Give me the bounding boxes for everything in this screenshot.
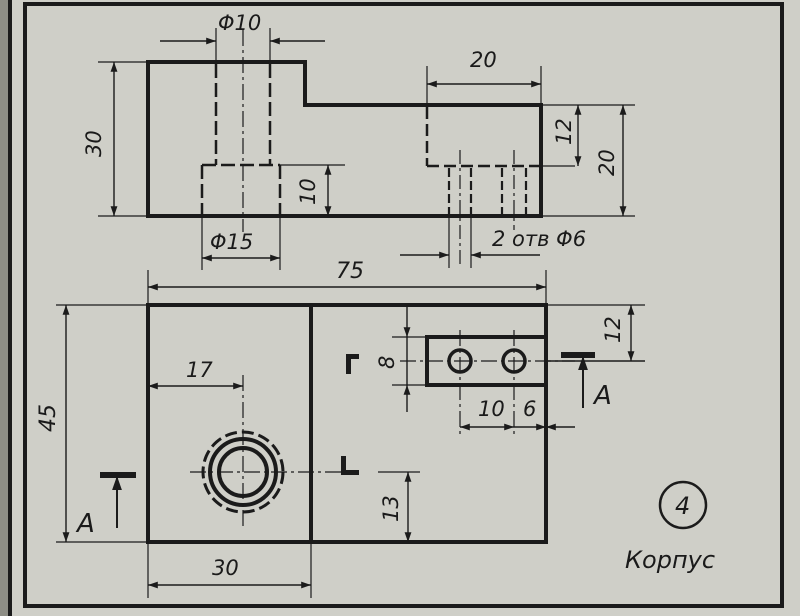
sheet-number: 4 bbox=[675, 492, 690, 520]
hidden-bore bbox=[200, 64, 282, 214]
section-label-left: A bbox=[75, 509, 95, 539]
top-view-axes bbox=[190, 330, 575, 530]
dim-step-height: 12 bbox=[552, 118, 576, 145]
dim-boss-height: 8 bbox=[375, 356, 399, 369]
dim-counterbore: Φ15 bbox=[210, 230, 253, 254]
paper bbox=[8, 0, 800, 616]
dim-low-part-height: 20 bbox=[595, 149, 619, 176]
dim-left-block-width: 30 bbox=[212, 556, 239, 580]
dim-step-width: 20 bbox=[470, 48, 497, 72]
hidden-holes bbox=[447, 168, 528, 214]
hidden-boss bbox=[425, 107, 539, 168]
dim-overall-height: 30 bbox=[82, 130, 106, 157]
dim-overall-width: 45 bbox=[36, 404, 61, 432]
section-label-right: A bbox=[592, 381, 612, 411]
section-marks bbox=[100, 352, 595, 478]
top-dimension-lines bbox=[62, 283, 645, 589]
dim-hole-edge: 6 bbox=[523, 397, 536, 421]
dim-bore-center-y: 13 bbox=[379, 495, 403, 522]
front-view: Φ10 Φ15 30 10 20 12 20 2 отв Φ6 bbox=[82, 11, 635, 270]
dim-holes-note: 2 отв Φ6 bbox=[492, 227, 586, 251]
drawing-frame bbox=[23, 2, 784, 608]
dim-bore-depth: 10 bbox=[296, 178, 320, 205]
top-view: 75 45 17 30 13 12 8 10 6 A A bbox=[36, 259, 645, 598]
dim-boss-offset: 12 bbox=[601, 316, 625, 343]
dim-overall-length: 75 bbox=[336, 259, 364, 284]
part-title: Корпус bbox=[625, 546, 715, 574]
sheet-number-circle bbox=[658, 480, 708, 530]
dim-bore-top: Φ10 bbox=[218, 11, 261, 35]
dim-hole-spacing: 10 bbox=[478, 397, 505, 421]
front-dimension-lines bbox=[110, 37, 627, 262]
dim-bore-center-x: 17 bbox=[186, 358, 213, 382]
